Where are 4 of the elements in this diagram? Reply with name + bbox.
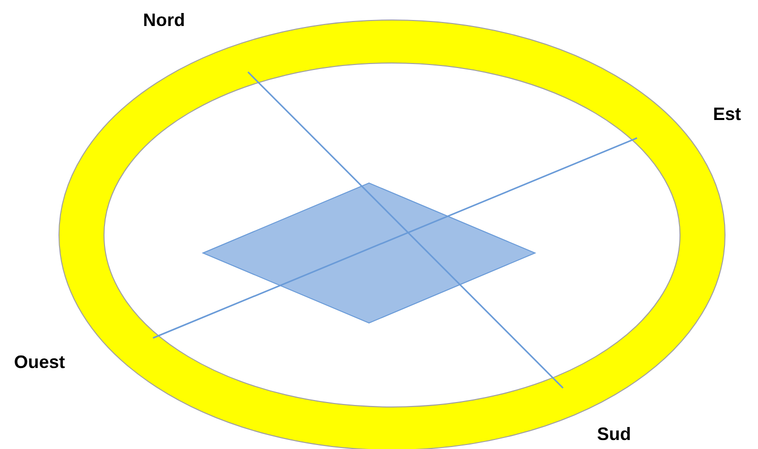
direction-label: Sud: [597, 424, 631, 445]
direction-label: Ouest: [14, 352, 66, 373]
direction-label: Nord: [143, 10, 185, 31]
direction-label: Est: [713, 104, 742, 125]
